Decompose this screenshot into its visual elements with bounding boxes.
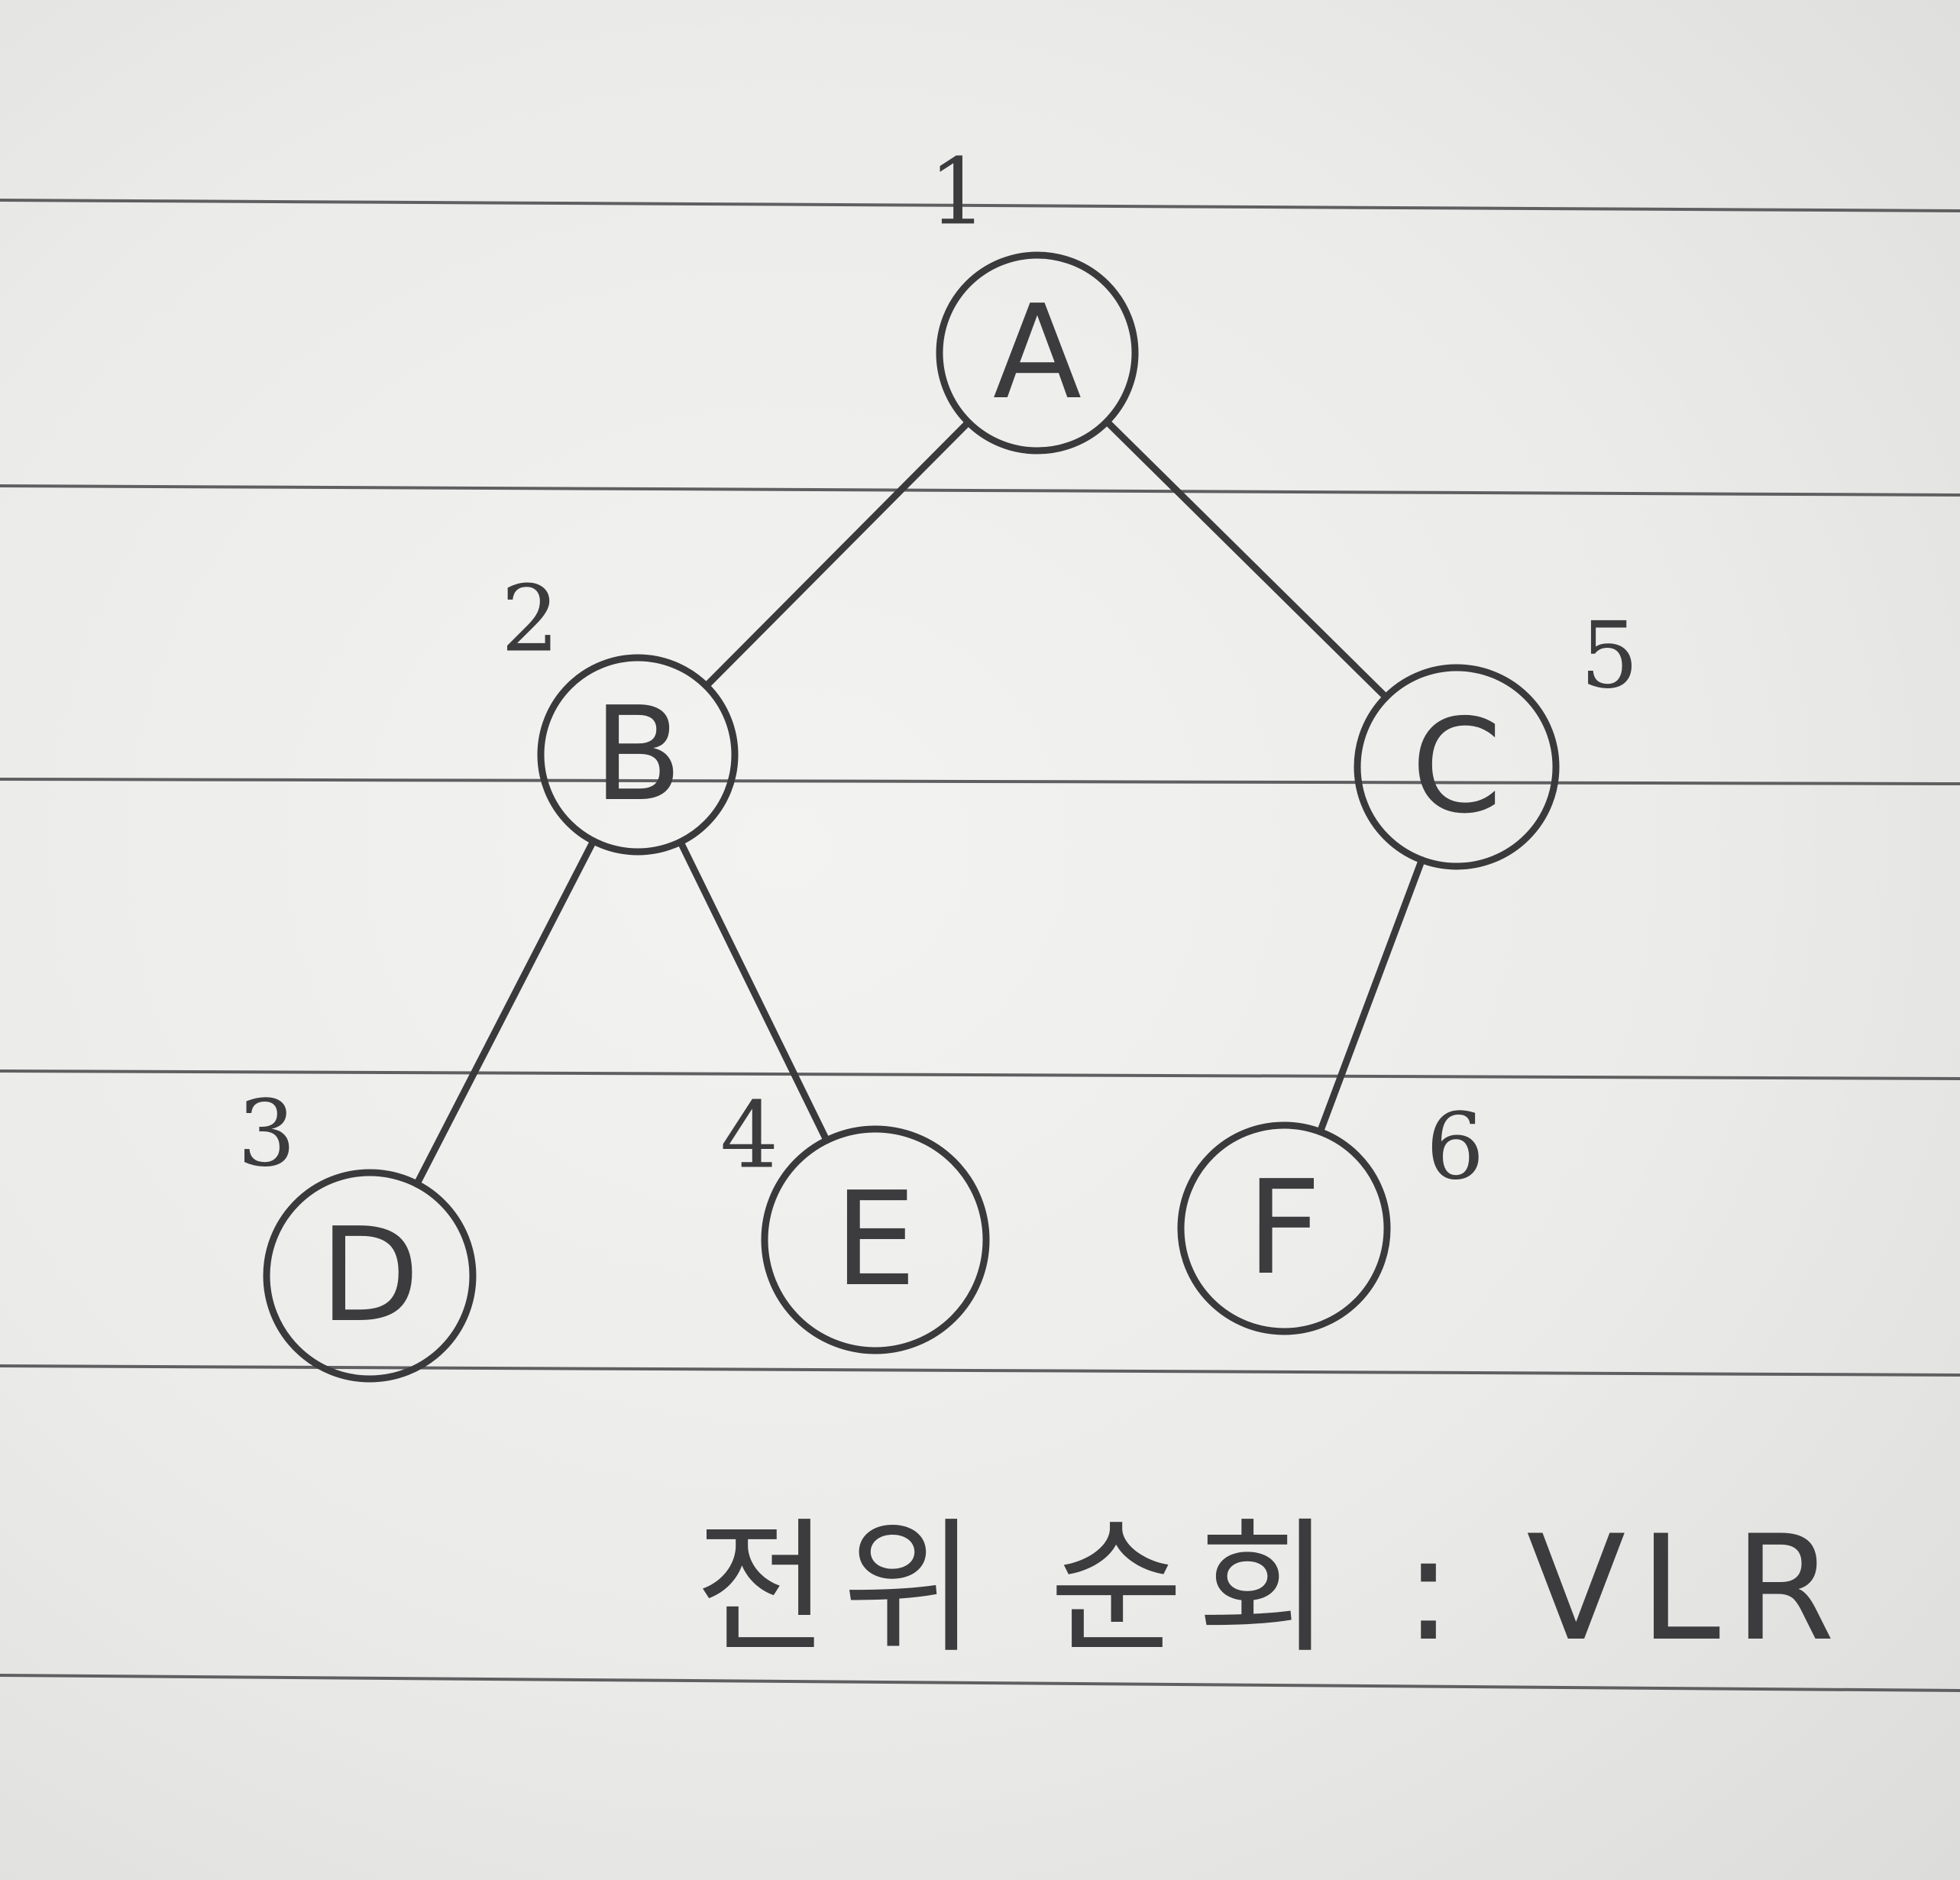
ruled-lines [0, 199, 1960, 1692]
node-circle [537, 654, 739, 856]
node-b: B2 [501, 567, 739, 856]
node-label: B [593, 679, 683, 830]
ruled-line-3 [0, 778, 1960, 785]
tree-edges [413, 418, 1425, 1188]
node-c: C5 [1354, 603, 1638, 870]
node-d: D3 [238, 1082, 477, 1383]
edge-b-e [677, 838, 830, 1144]
node-label: C [1412, 691, 1502, 843]
node-e: E4 [720, 1083, 990, 1354]
visit-order-number: 5 [1580, 603, 1638, 710]
node-circle [1177, 1121, 1391, 1335]
edge-c-f [1316, 856, 1425, 1136]
node-circle [263, 1169, 477, 1383]
ruled-line-5 [0, 1364, 1960, 1377]
edge-b-d [413, 837, 597, 1188]
edge-a-b [703, 419, 972, 690]
node-f: F6 [1177, 1095, 1484, 1335]
edge-a-c [1103, 418, 1389, 701]
ruled-line-4 [0, 1069, 1960, 1080]
visit-order-number: 6 [1426, 1095, 1484, 1201]
traversal-caption: 전위 순회 : VLR [695, 1504, 1849, 1673]
visit-order-number: 2 [501, 567, 559, 673]
ruled-line-6 [0, 1674, 1960, 1692]
node-circle [936, 251, 1139, 455]
visit-order-number: 4 [720, 1083, 778, 1189]
visit-order-number: 1 [929, 140, 987, 246]
node-circle [1354, 664, 1560, 870]
visit-order-number: 3 [238, 1082, 296, 1188]
ruled-line-1 [0, 199, 1960, 212]
ruled-line-2 [0, 484, 1960, 497]
node-label: E [834, 1164, 916, 1315]
node-circle [761, 1125, 990, 1354]
node-label: F [1247, 1153, 1321, 1304]
node-label: D [320, 1200, 420, 1351]
node-a: A1 [929, 140, 1139, 455]
node-label: A [993, 277, 1082, 429]
